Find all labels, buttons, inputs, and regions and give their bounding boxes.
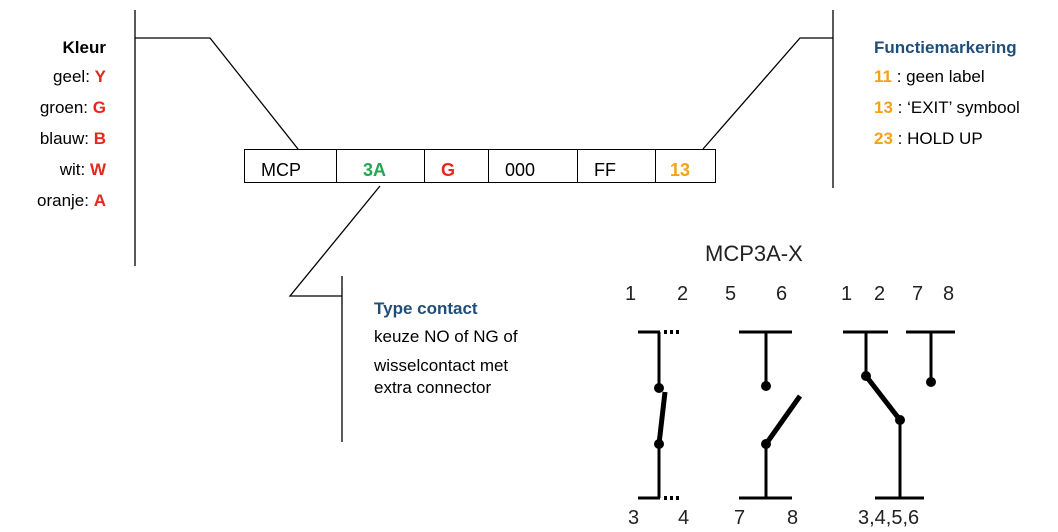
function-item: 23 : HOLD UP [874,129,983,148]
kleur-item: blauw: B [39,129,106,148]
code-box-function: 13 [655,149,716,183]
pin-label: 3,4,5,6 [858,507,920,529]
kleur-item: wit: W [59,160,106,179]
pin-label: 3 [628,507,640,529]
functiemarkering-legend: Functiemarkering 11 : geen label 13 : ‘E… [874,38,1020,154]
type-contact-title: Type contact [374,299,478,318]
function-item: 11 : geen label [874,67,985,86]
pin-label: 4 [678,507,690,529]
pin-label: 7 [912,283,924,305]
pin-label: 2 [874,283,886,305]
pin-label: 1 [625,283,637,305]
pin-label: 6 [776,283,788,305]
kleur-item: groen: G [39,98,106,117]
type-contact-note: Type contact keuze NO of NG of wisselcon… [374,299,518,399]
schematic-title: MCP3A-X [705,241,803,266]
pin-label: 2 [677,283,689,305]
functiemarkering-title: Functiemarkering [874,38,1017,57]
kleur-item: oranje: A [37,191,106,210]
kleur-item: geel: Y [53,67,106,86]
pin-label: 5 [725,283,737,305]
type-contact-line: wisselcontact met [374,356,509,375]
type-contact-line: keuze NO of NG of [374,327,518,346]
pin-label: 8 [787,507,799,529]
type-contact-line: extra connector [374,378,492,397]
pin-label: 7 [734,507,746,529]
pin-label: 8 [943,283,955,305]
pin-label: 1 [841,283,853,305]
function-item: 13 : ‘EXIT’ symbool [874,98,1020,117]
kleur-title: Kleur [62,38,106,57]
kleur-legend: Kleur geel: Y groen: G blauw: B wit: W o… [0,38,106,216]
